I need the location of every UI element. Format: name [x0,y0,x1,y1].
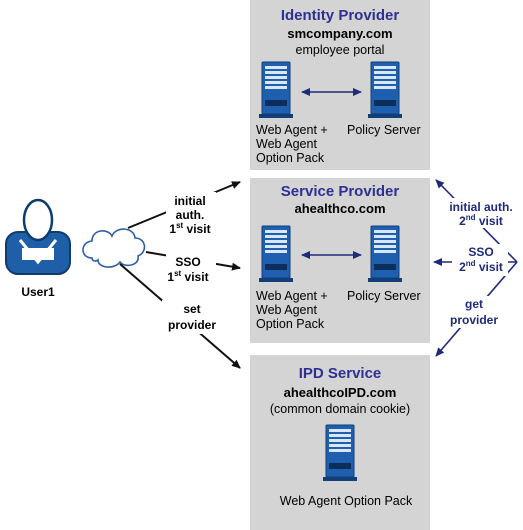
right-get-label-line1: get [465,297,483,311]
idp-web-agent-label-line3: Option Pack [256,151,325,165]
left-initial-visit-word: visit [183,222,210,236]
left-sso-visit-number: 1 [167,270,174,284]
right-sso-label-line2: 2nd visit [459,259,503,274]
left-sso-visit-word: visit [181,270,208,284]
ipd-web-agent-label: Web Agent Option Pack [280,494,413,508]
right-sso-visit-superscript: nd [466,259,476,268]
idp-policy-server-label: Policy Server [347,123,421,137]
right-initial-label-bg [440,198,520,228]
cloud-icon [82,228,146,268]
ipd-web-agent-server-icon [322,424,358,482]
right-sso-label-bg [452,244,508,276]
user-icon [5,198,71,275]
right-initial-visit-word: visit [476,214,503,228]
ipd-service-domain: ahealthcoIPD.com [284,385,397,400]
left-initial-label-line3: 1st visit [169,221,210,236]
right-initial-visit-number: 2 [459,214,466,228]
identity-provider-subtitle: employee portal [296,43,385,57]
right-initial-label-line2: 2nd visit [459,213,503,228]
right-get-label-line2: provider [450,313,498,327]
left-initial-visit-superscript: st [176,221,183,230]
idp-policy-server-icon [367,61,403,119]
left-sso-visit-superscript: st [174,269,181,278]
service-provider-title: Service Provider [281,183,400,200]
user-label: User1 [21,285,55,299]
left-initial-label-bg [166,192,216,238]
left-set-label-bg [162,300,222,334]
sp-web-agent-label-line3: Option Pack [256,317,325,331]
right-sso-visit-number: 2 [459,260,466,274]
sp-web-agent-label-line2: Web Agent [256,303,317,317]
right-initial-visit-superscript: nd [466,213,476,222]
identity-provider-title: Identity Provider [281,7,400,24]
sp-policy-server-label: Policy Server [347,289,421,303]
idp-web-agent-label-line2: Web Agent [256,137,317,151]
service-provider-domain: ahealthco.com [294,201,385,216]
right-get-label-bg [442,296,506,328]
left-sso-label-line2: 1st visit [167,269,208,284]
sp-web-agent-server-icon [258,225,294,283]
identity-provider-domain: smcompany.com [287,26,392,41]
left-set-label-line1: set [183,302,200,316]
left-set-label-line2: provider [168,318,216,332]
left-initial-visit-number: 1 [169,222,176,236]
right-initial-label-line1: initial auth. [449,200,512,214]
right-sso-label-line1: SSO [468,245,493,259]
left-sso-label-bg [166,254,216,284]
sp-policy-server-icon [367,225,403,283]
left-initial-label-line1: initial [174,194,205,208]
left-sso-label-line1: SSO [175,255,200,269]
left-initial-label-line2: auth. [176,208,205,222]
ipd-service-title: IPD Service [299,365,382,382]
right-sso-visit-word: visit [476,260,503,274]
sp-web-agent-label-line1: Web Agent + [256,289,328,303]
idp-web-agent-server-icon [258,61,294,119]
idp-web-agent-label-line1: Web Agent + [256,123,328,137]
ipd-service-subtitle: (common domain cookie) [270,402,410,416]
